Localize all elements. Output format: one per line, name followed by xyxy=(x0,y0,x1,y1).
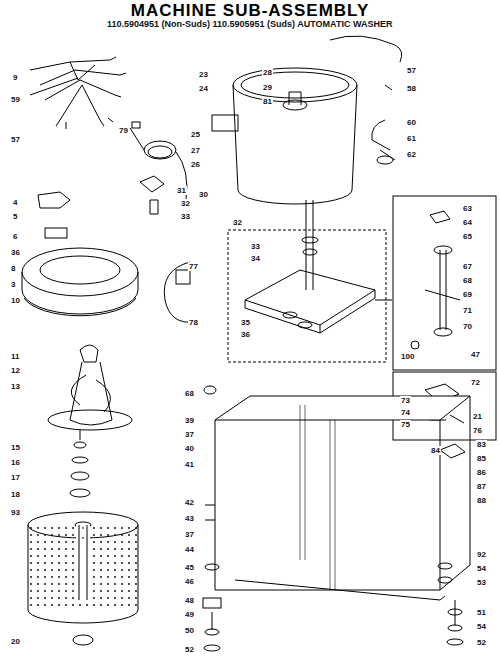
callout-number: 18 xyxy=(10,490,21,499)
callout-number: 69 xyxy=(462,290,473,299)
callout-number: 39 xyxy=(184,416,195,425)
callout-number: 23 xyxy=(198,70,209,79)
callout-number: 33 xyxy=(180,212,191,221)
callout-number: 88 xyxy=(476,496,487,505)
callout-number: 68 xyxy=(462,276,473,285)
callout-number: 51 xyxy=(476,608,487,617)
callout-number: 11 xyxy=(10,352,20,361)
callout-number: 75 xyxy=(400,420,411,429)
callout-number: 15 xyxy=(10,443,21,452)
callout-number: 10 xyxy=(10,296,21,305)
callout-number: 6 xyxy=(12,232,18,241)
callout-number: 85 xyxy=(476,454,487,463)
callout-number: 32 xyxy=(180,199,191,208)
callout-number: 41 xyxy=(184,460,195,469)
callout-number: 28 xyxy=(262,68,273,77)
callout-number: 31 xyxy=(176,186,187,195)
callout-number: 20 xyxy=(10,637,21,646)
callout-number: 49 xyxy=(184,610,195,619)
callout-number: 50 xyxy=(184,626,195,635)
callout-number: 13 xyxy=(10,382,21,391)
callout-number: 45 xyxy=(184,563,195,572)
callout-number: 52 xyxy=(476,638,487,647)
callout-number: 83 xyxy=(476,440,487,449)
callout-number: 17 xyxy=(10,473,21,482)
callout-number: 48 xyxy=(184,596,195,605)
callout-number: 37 xyxy=(184,430,195,439)
callout-number: 26 xyxy=(190,160,201,169)
callout-number: 62 xyxy=(406,150,417,159)
callout-number: 57 xyxy=(406,66,417,75)
callout-number: 12 xyxy=(10,366,21,375)
callout-number: 44 xyxy=(184,545,195,554)
callout-number: 32 xyxy=(232,218,243,227)
callout-number: 77 xyxy=(188,262,199,271)
callout-number: 57 xyxy=(10,135,21,144)
model-subtitle: 110.5904951 (Non-Suds) 110.5905951 (Suds… xyxy=(106,20,393,29)
callout-number: 76 xyxy=(472,426,483,435)
callout-number: 36 xyxy=(240,330,251,339)
callout-number: 16 xyxy=(10,458,21,467)
title: MACHINE SUB-ASSEMBLY xyxy=(0,1,500,21)
callout-number: 54 xyxy=(476,564,487,573)
callout-number: 74 xyxy=(400,408,411,417)
callout-number: 43 xyxy=(184,514,195,523)
callout-number: 92 xyxy=(476,550,487,559)
callout-number: 47 xyxy=(470,350,481,359)
callout-number: 27 xyxy=(190,146,201,155)
callout-number: 70 xyxy=(462,322,473,331)
callout-number: 61 xyxy=(406,134,417,143)
callout-number: 84 xyxy=(430,446,441,455)
callout-number: 63 xyxy=(462,204,473,213)
callout-number: 36 xyxy=(10,248,21,257)
callout-number: 53 xyxy=(476,578,487,587)
callout-number: 71 xyxy=(462,306,473,315)
callout-number: 64 xyxy=(462,218,473,227)
callout-number: 21 xyxy=(472,412,483,421)
callout-number: 33 xyxy=(250,242,261,251)
callout-number: 25 xyxy=(190,130,201,139)
callout-number: 52 xyxy=(184,645,195,654)
callout-number: 4 xyxy=(12,198,18,207)
callout-number: 46 xyxy=(184,577,195,586)
callout-number: 68 xyxy=(184,389,195,398)
callout-number: 9 xyxy=(12,73,18,82)
callout-number: 65 xyxy=(462,232,473,241)
callout-number: 100 xyxy=(400,352,415,361)
callout-number: 8 xyxy=(10,264,16,273)
callout-number: 81 xyxy=(262,97,273,106)
callout-number: 73 xyxy=(400,396,411,405)
callout-number: 58 xyxy=(406,84,417,93)
callout-number: 67 xyxy=(462,262,473,271)
callout-number: 37 xyxy=(184,530,195,539)
callout-number: 24 xyxy=(198,84,209,93)
callout-number: 87 xyxy=(476,482,487,491)
callout-number: 54 xyxy=(476,622,487,631)
callout-number: 79 xyxy=(118,126,129,135)
callout-number: 30 xyxy=(198,190,209,199)
callout-number: 72 xyxy=(470,378,481,387)
callout-number: 42 xyxy=(184,498,195,507)
callout-number: 3 xyxy=(10,280,16,289)
callout-number: 86 xyxy=(476,468,487,477)
callout-number: 40 xyxy=(184,444,195,453)
callout-number: 5 xyxy=(12,212,18,221)
callout-number: 34 xyxy=(250,254,261,263)
callout-number: 59 xyxy=(10,95,21,104)
callout-number: 29 xyxy=(262,83,273,92)
callout-number: 60 xyxy=(406,118,417,127)
callout-number: 78 xyxy=(188,318,199,327)
callout-number: 93 xyxy=(10,508,21,517)
callout-number: 35 xyxy=(240,318,251,327)
